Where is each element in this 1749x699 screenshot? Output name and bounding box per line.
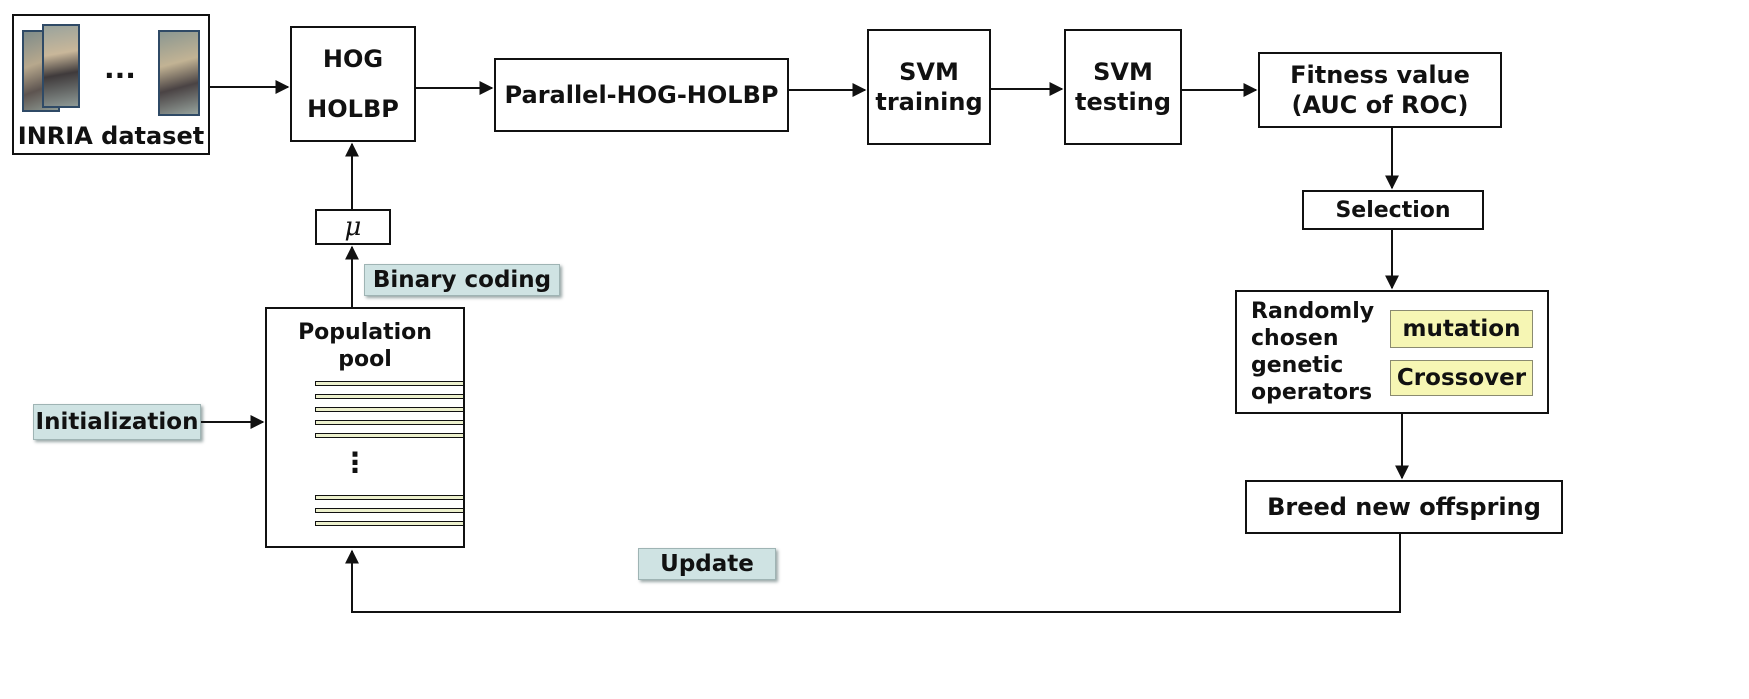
pedestrian-image: [158, 30, 200, 116]
svm-testing-line1: SVM: [1093, 58, 1153, 86]
svm-training-line2: training: [875, 88, 983, 116]
initialization-tag: Initialization: [33, 404, 201, 440]
dataset-label: INRIA dataset: [17, 122, 205, 150]
parallel-feature-label: Parallel-HOG-HOLBP: [504, 81, 779, 109]
parallel-feature-box: Parallel-HOG-HOLBP: [494, 58, 789, 132]
population-line1: Population: [298, 320, 432, 345]
mutation-tag: mutation: [1390, 310, 1533, 348]
population-dots: ⋮: [341, 446, 369, 479]
arrow-breed-to-population: [345, 534, 1401, 613]
operators-line3: genetic: [1251, 353, 1344, 378]
svm-training-box: SVM training: [867, 29, 991, 145]
feature-holbp-label: HOLBP: [307, 95, 399, 123]
breed-offspring-label: Breed new offspring: [1267, 493, 1541, 521]
feature-extraction-box: HOG HOLBP: [290, 26, 416, 142]
selection-box: Selection: [1302, 190, 1484, 230]
mu-box: μ: [315, 209, 391, 245]
operators-line1: Randomly: [1251, 299, 1375, 324]
feature-hog-label: HOG: [322, 45, 384, 73]
breed-offspring-box: Breed new offspring: [1245, 480, 1563, 534]
chromosome-bar: [315, 394, 464, 399]
population-pool-box: Population pool: [265, 307, 465, 548]
svm-training-line1: SVM: [899, 58, 959, 86]
svm-testing-line2: testing: [1075, 88, 1171, 116]
selection-label: Selection: [1335, 197, 1451, 223]
chromosome-bar: [315, 420, 464, 425]
chromosome-bar: [315, 521, 464, 526]
crossover-tag: Crossover: [1390, 360, 1533, 396]
fitness-line2: (AUC of ROC): [1291, 91, 1469, 119]
fitness-line1: Fitness value: [1290, 61, 1470, 89]
mu-symbol: μ: [344, 212, 362, 242]
chromosome-bar: [315, 433, 464, 438]
pedestrian-image: [42, 24, 80, 108]
svm-testing-box: SVM testing: [1064, 29, 1182, 145]
update-tag: Update: [638, 548, 776, 580]
binary-coding-tag: Binary coding: [364, 264, 560, 296]
operators-line4: operators: [1251, 380, 1373, 405]
chromosome-bar: [315, 407, 464, 412]
chromosome-bar: [315, 381, 464, 386]
dataset-ellipsis: ...: [104, 52, 136, 85]
chromosome-bar: [315, 495, 464, 500]
chromosome-bar: [315, 508, 464, 513]
fitness-box: Fitness value (AUC of ROC): [1258, 52, 1502, 128]
operators-line2: chosen: [1251, 326, 1339, 351]
population-line2: pool: [338, 347, 392, 372]
